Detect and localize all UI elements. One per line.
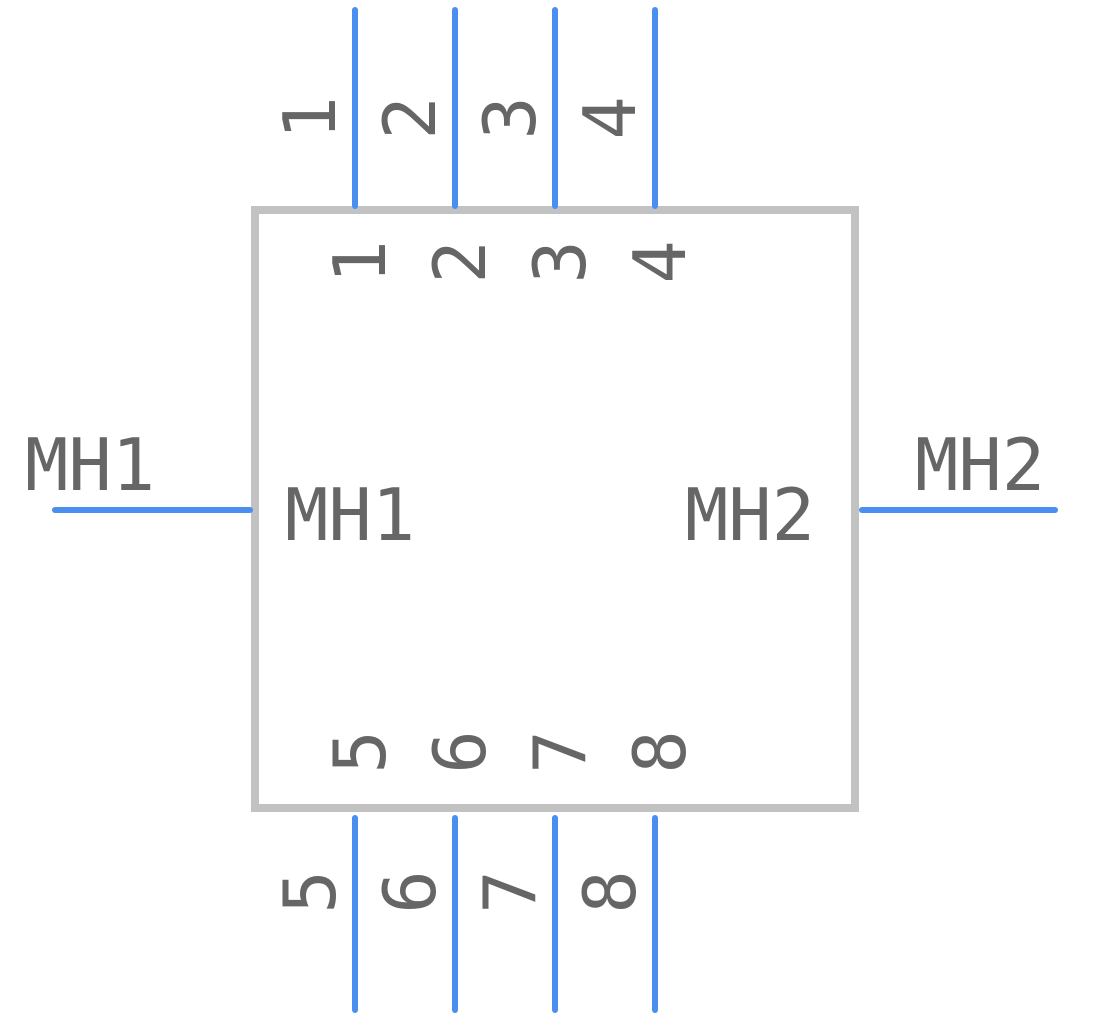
pin-2-name: 2 (418, 240, 502, 283)
pin-mh2-name: MH2 (685, 473, 815, 557)
pin-3-number: 3 (468, 96, 552, 139)
pin-5-name: 5 (318, 730, 402, 773)
pin-mh1-name: MH1 (285, 473, 415, 557)
component-body (251, 206, 859, 812)
pin-3-name: 3 (518, 240, 602, 283)
pin-7-name: 7 (518, 730, 602, 773)
pin-2-number: 2 (368, 96, 452, 139)
pin-1-name: 1 (318, 240, 402, 283)
pin-6-name: 6 (418, 730, 502, 773)
pin-mh1-number: MH1 (25, 423, 155, 507)
pin-mh2-number: MH2 (915, 423, 1045, 507)
pin-7-number: 7 (468, 870, 552, 913)
pin-6-number: 6 (368, 870, 452, 913)
pin-5-number: 5 (268, 870, 352, 913)
pin-1-number: 1 (268, 96, 352, 139)
pin-4-number: 4 (568, 96, 652, 139)
pin-8-name: 8 (618, 730, 702, 773)
pin-8-number: 8 (568, 870, 652, 913)
pin-4-name: 4 (618, 240, 702, 283)
